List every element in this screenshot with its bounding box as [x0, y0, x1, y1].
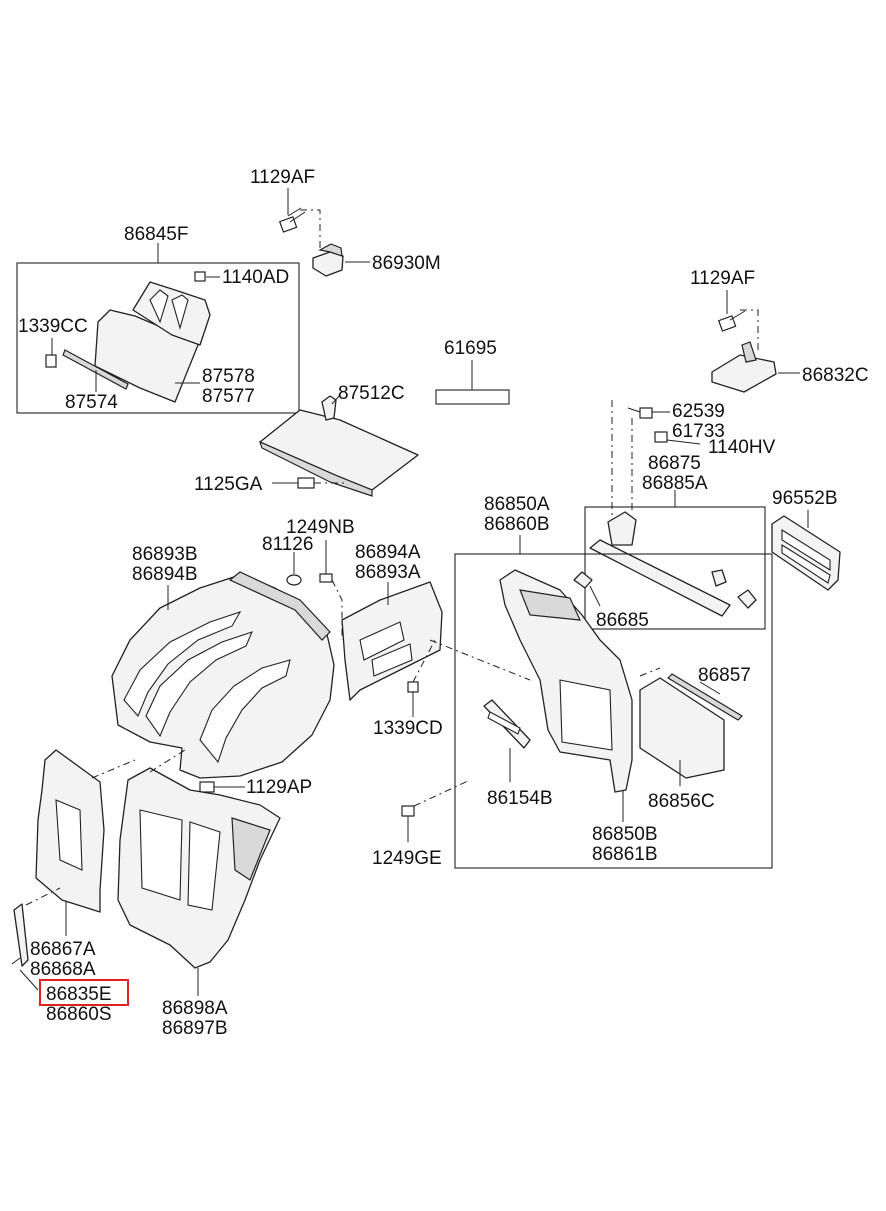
fender-panel-86850b: [499, 569, 633, 793]
pad-86856c: [639, 677, 725, 779]
bracket-86930m: [312, 243, 344, 277]
tray-87512c: [259, 395, 419, 497]
label-87577: 87577: [202, 386, 255, 407]
label-86685: 86685: [596, 610, 649, 631]
label-86845f: 86845F: [124, 224, 188, 245]
bumper-rail-86885a: [589, 511, 757, 617]
label-86898a: 86898A: [162, 998, 228, 1019]
plate-86154b: [483, 699, 531, 749]
label-87512c: 87512C: [338, 383, 405, 404]
label-86867a: 86867A: [30, 939, 96, 960]
label-86850a: 86850A: [484, 494, 550, 515]
label-86861b: 86861B: [592, 844, 658, 865]
label-62539: 62539: [672, 401, 725, 422]
label-1129af-top: 1129AF: [250, 167, 315, 188]
liner-86867a: [35, 749, 105, 913]
bolt-1129af-top: [278, 207, 306, 233]
grille-96552b: [771, 515, 841, 591]
clip-81126: [286, 574, 302, 586]
label-1339cc: 1339CC: [18, 316, 88, 337]
screw-62539: [627, 407, 653, 419]
bolt-1140ad: [194, 271, 206, 282]
bolt-1125ga: [297, 477, 315, 489]
group-box-86850a: [454, 553, 773, 869]
panel-86894a: [341, 581, 443, 701]
label-86893b: 86893B: [132, 544, 198, 565]
label-86894b: 86894B: [132, 564, 198, 585]
label-plate-61695: [435, 389, 510, 405]
label-86930m: 86930M: [372, 253, 441, 274]
label-1249ge: 1249GE: [372, 848, 442, 869]
label-1129ap: 1129AP: [246, 777, 312, 798]
strip-87574: [62, 349, 129, 390]
bolt-1129af-right: [717, 310, 746, 332]
label-81126: 81126: [262, 534, 313, 555]
screw-1140hv: [654, 431, 668, 443]
bolt-1339cc: [45, 354, 57, 368]
label-86875: 86875: [648, 453, 701, 474]
label-86868a: 86868A: [30, 959, 96, 980]
label-86885a: 86885A: [642, 473, 708, 494]
clip-1249ge: [401, 805, 415, 817]
label-1249nb: 1249NB: [286, 517, 355, 538]
label-86857: 86857: [698, 665, 751, 686]
highlight-box-86835e: [39, 979, 129, 1006]
label-86897b: 86897B: [162, 1018, 228, 1039]
mud-flap-87577: [94, 281, 211, 403]
bolt-1129ap: [199, 781, 215, 793]
seal-86685: [573, 571, 593, 589]
strip-86857: [667, 673, 743, 721]
wheel-liner-86898a: [117, 767, 281, 969]
label-1129af-right: 1129AF: [690, 268, 755, 289]
label-87574: 87574: [65, 392, 118, 413]
label-86860s: 86860S: [46, 1004, 112, 1025]
bracket-86835e[interactable]: [11, 903, 29, 967]
label-86856c: 86856C: [648, 791, 715, 812]
label-1125ga: 1125GA: [194, 474, 263, 495]
label-86850b: 86850B: [592, 824, 658, 845]
label-86154b: 86154B: [487, 788, 553, 809]
label-87578: 87578: [202, 366, 255, 387]
wheel-liner-86893b: [111, 571, 335, 779]
label-61733: 61733: [672, 421, 725, 442]
label-1140hv: 1140HV: [708, 437, 776, 458]
label-1140ad: 1140AD: [222, 267, 289, 288]
label-86894a: 86894A: [355, 542, 421, 563]
label-86893a: 86893A: [355, 562, 421, 583]
label-86860b: 86860B: [484, 514, 550, 535]
label-61695: 61695: [444, 338, 497, 359]
label-86835e[interactable]: 86835E: [46, 984, 112, 1005]
label-1339cd: 1339CD: [373, 718, 443, 739]
label-86832c: 86832C: [802, 365, 869, 386]
label-96552b: 96552B: [772, 488, 838, 509]
clip-1339cd: [407, 681, 419, 693]
clip-1249nb: [319, 573, 333, 583]
bracket-86832c: [711, 341, 777, 393]
